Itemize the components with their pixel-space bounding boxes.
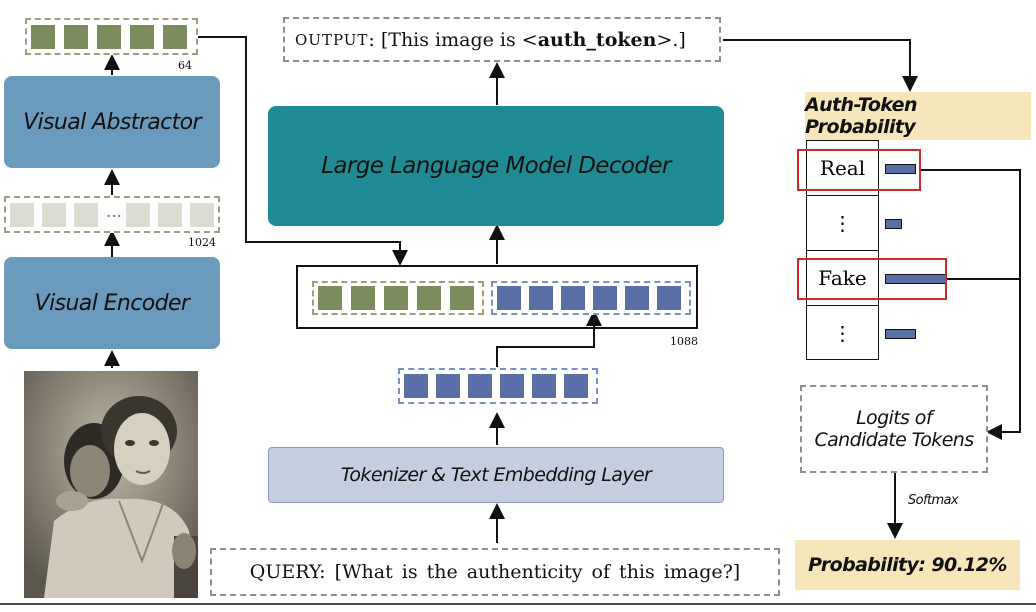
softmax-label: Softmax [908, 493, 959, 508]
tokenizer-block: Tokenizer & Text Embedding Layer [268, 447, 724, 503]
prob-label-real: Real [819, 156, 866, 180]
abstract-token [130, 25, 154, 49]
visual-dim-label: 1024 [188, 236, 216, 249]
abstract-token [31, 25, 55, 49]
text-token [436, 374, 460, 398]
portrait-image [24, 371, 198, 598]
probability-result: Probability: 90.12% [795, 540, 1020, 590]
logits-box: Logits of Candidate Tokens [800, 385, 988, 473]
prob-row-real: Real [807, 141, 878, 196]
prob-label-dots-1: ⋮ [832, 211, 853, 235]
visual-token [190, 203, 214, 227]
text-token [561, 286, 585, 310]
visual-abstractor-block: Visual Abstractor [4, 76, 220, 168]
llm-decoder-label: Large Language Model Decoder [321, 153, 671, 179]
abstract-token [417, 286, 441, 310]
text-token [529, 286, 553, 310]
prob-panel-title-text: Auth-Token Probability [805, 94, 917, 138]
input-photo [24, 371, 198, 598]
text-token [564, 374, 588, 398]
abstract-token [351, 286, 375, 310]
abstract-dim-label: 64 [178, 59, 192, 72]
prob-panel-title: Auth-Token Probability [805, 92, 1031, 140]
output-token: auth_token [537, 28, 657, 51]
combined-dim-label: 1088 [670, 335, 698, 348]
prob-bar-real [885, 164, 916, 174]
logits-line-2: Candidate Tokens [814, 429, 974, 451]
abstract-token [97, 25, 121, 49]
text-token [468, 374, 492, 398]
abstract-token [318, 286, 342, 310]
query-text: QUERY: [What is the authenticity of this… [249, 561, 741, 583]
prob-row-dots-2: ⋮ [807, 306, 878, 359]
visual-token-ellipsis: … [106, 202, 122, 221]
abstract-token-row [25, 18, 198, 55]
visual-encoder-block: Visual Encoder [4, 257, 220, 349]
prob-row-dots-1: ⋮ [807, 196, 878, 251]
llm-decoder-block: Large Language Model Decoder [268, 106, 724, 226]
prob-label-fake: Fake [818, 266, 867, 290]
combined-visual-tokens [312, 281, 484, 315]
visual-token [158, 203, 182, 227]
visual-encoder-label: Visual Encoder [34, 290, 190, 316]
text-token [500, 374, 524, 398]
prob-bar-dots-2 [885, 329, 916, 339]
visual-token-row: … [4, 196, 220, 233]
abstract-token [64, 25, 88, 49]
combined-token-frame [296, 265, 698, 329]
prob-row-fake: Fake [807, 251, 878, 306]
text-token [593, 286, 617, 310]
abstract-token [384, 286, 408, 310]
probability-text: Probability: 90.12% [808, 554, 1007, 576]
text-token-row [398, 368, 598, 404]
fake-highlight-box [797, 258, 947, 300]
tokenizer-label: Tokenizer & Text Embedding Layer [340, 464, 652, 486]
output-before: : [This image is < [368, 28, 538, 51]
abstract-token [163, 25, 187, 49]
output-prefix: OUTPUT [295, 30, 369, 49]
abstract-token [450, 286, 474, 310]
logits-line-1: Logits of [856, 407, 932, 429]
text-token [625, 286, 649, 310]
visual-token [10, 203, 34, 227]
real-highlight-box [797, 149, 921, 191]
visual-token [74, 203, 98, 227]
text-token [404, 374, 428, 398]
text-token [532, 374, 556, 398]
visual-abstractor-label: Visual Abstractor [23, 109, 201, 135]
text-token [497, 286, 521, 310]
text-token [657, 286, 681, 310]
visual-token [126, 203, 150, 227]
prob-label-dots-2: ⋮ [832, 320, 853, 345]
output-after: >.] [656, 28, 686, 51]
output-box: OUTPUT: [This image is <auth_token>.] [283, 17, 721, 62]
prob-bar-dots-1 [885, 219, 902, 229]
combined-text-tokens [491, 281, 691, 315]
query-box: QUERY: [What is the authenticity of this… [210, 548, 780, 596]
visual-token [42, 203, 66, 227]
prob-table: Real ⋮ Fake ⋮ [806, 140, 879, 360]
